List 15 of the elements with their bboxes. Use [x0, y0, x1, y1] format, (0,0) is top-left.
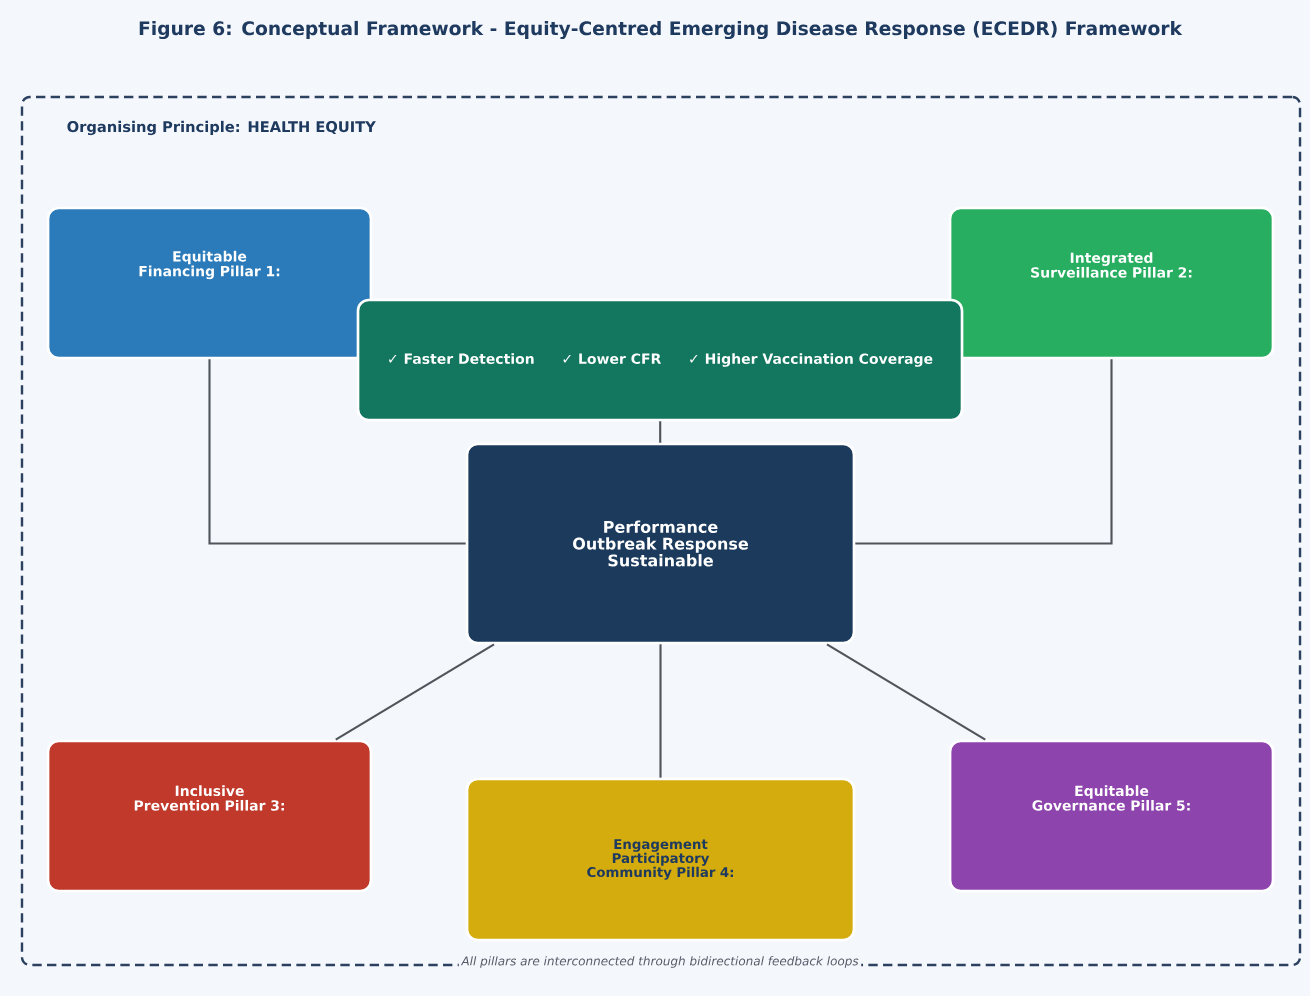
connector-line [826, 643, 986, 741]
frame-heading: Organising Principle: HEALTH EQUITY [67, 120, 376, 136]
connector-line [659, 421, 662, 443]
figure-title: Figure 6: Conceptual Framework - Equity-Centred Emerging Disease Response (ECEDR) Framework [139, 20, 1183, 40]
connector-line [208, 359, 466, 545]
center-box: Performance Outbreak Response Sustainable [465, 442, 856, 645]
pillar-box: Engagement Participatory Community Pillar 4: [465, 777, 856, 942]
connector-line [855, 359, 1113, 545]
outcomes-box: ✓ Faster Detection ✓ Lower CFR ✓ Higher Vaccination Coverage [356, 298, 964, 422]
pillar-box: Inclusive Prevention Pillar 3: [46, 739, 373, 893]
pillar-box: Integrated Surveillance Pillar 2: [948, 206, 1275, 360]
pillar-box: Equitable Governance Pillar 5: [948, 739, 1275, 893]
connector-line [659, 644, 662, 778]
connector-line [335, 643, 495, 741]
pillar-box: Equitable Financing Pillar 1: [46, 206, 373, 360]
